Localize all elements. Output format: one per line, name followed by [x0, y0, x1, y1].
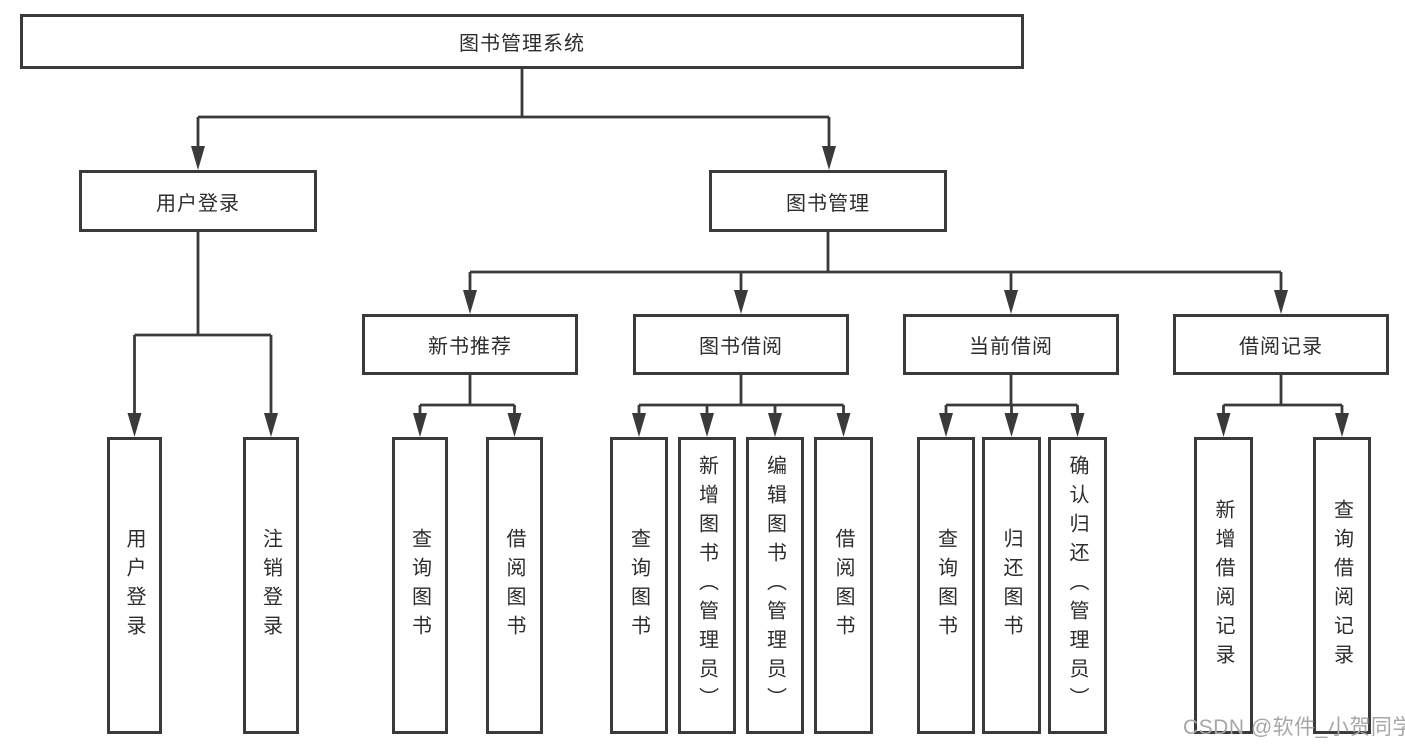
node-label: 查询图书 [627, 527, 650, 644]
node-label: 借阅图书 [832, 527, 854, 644]
node-label: 用户登录 [156, 192, 240, 215]
connector-root-to-level2 [191, 69, 836, 170]
node-leaf-logout: 注销登录 [243, 437, 299, 734]
node-root: 图书管理系统 [20, 14, 1024, 69]
connector-newbook-to-leaves [413, 375, 522, 437]
node-leaf-borrow-books-1: 借阅图书 [486, 437, 543, 734]
arrow-down-icon [836, 413, 851, 437]
arrow-down-icon [127, 413, 142, 437]
arrow-down-icon [734, 290, 748, 314]
node-label: 新增图书（管理员） [695, 455, 718, 716]
arrow-down-icon [939, 413, 953, 437]
arrow-down-icon [822, 146, 836, 170]
node-leaf-query-books-2: 查询图书 [610, 437, 668, 734]
arrow-down-icon [632, 413, 646, 437]
node-label: 编辑图书（管理员） [763, 455, 786, 716]
arrow-down-icon [463, 290, 477, 314]
node-current-borrow: 当前借阅 [903, 314, 1119, 375]
node-label: 归还图书 [1000, 527, 1022, 644]
node-leaf-query-books-3: 查询图书 [917, 437, 975, 734]
connector-borrow-to-leaves [632, 375, 851, 437]
node-leaf-add-borrow-record: 新增借阅记录 [1194, 437, 1253, 734]
node-label: 新书推荐 [428, 336, 512, 358]
arrow-down-icon [1274, 290, 1288, 314]
node-leaf-user-login: 用户登录 [107, 437, 162, 734]
node-user-login: 用户登录 [79, 170, 317, 232]
connector-records-to-leaves [1216, 375, 1349, 437]
node-label: 查询图书 [408, 527, 431, 644]
arrow-down-icon [1216, 413, 1231, 437]
node-leaf-add-book-admin: 新增图书（管理员） [678, 437, 736, 734]
node-label: 用户登录 [123, 527, 145, 644]
node-label: 注销登录 [259, 527, 282, 644]
node-label: 借阅图书 [503, 527, 525, 644]
node-label: 图书借阅 [699, 336, 783, 358]
arrow-down-icon [191, 146, 205, 170]
arrow-down-icon [768, 413, 782, 437]
node-label: 确认归还（管理员） [1066, 455, 1088, 716]
node-label: 查询借阅记录 [1330, 498, 1353, 673]
arrow-down-icon [507, 413, 522, 437]
connector-bookmgmt-to-level3 [463, 232, 1288, 314]
node-label: 图书管理系统 [459, 33, 585, 55]
arrow-down-icon [1070, 413, 1085, 437]
node-label: 查询图书 [934, 527, 957, 644]
node-leaf-edit-book-admin: 编辑图书（管理员） [746, 437, 804, 734]
node-book-borrow: 图书借阅 [633, 314, 849, 375]
node-new-book-recommend: 新书推荐 [362, 314, 578, 375]
node-leaf-return-book: 归还图书 [982, 437, 1041, 734]
arrow-down-icon [1004, 290, 1018, 314]
connector-current-to-leaves [939, 375, 1085, 437]
node-book-management: 图书管理 [709, 170, 947, 232]
arrow-down-icon [1004, 413, 1019, 437]
arrow-down-icon [264, 413, 278, 437]
node-label: 当前借阅 [969, 336, 1053, 358]
node-leaf-borrow-books-2: 借阅图书 [814, 437, 873, 734]
node-label: 新增借阅记录 [1212, 498, 1234, 673]
node-borrow-records: 借阅记录 [1173, 314, 1389, 375]
arrow-down-icon [1335, 413, 1349, 437]
node-leaf-confirm-return-admin: 确认归还（管理员） [1048, 437, 1107, 734]
node-leaf-query-books-1: 查询图书 [392, 437, 448, 734]
node-label: 图书管理 [786, 192, 870, 215]
node-label: 借阅记录 [1239, 336, 1323, 358]
arrow-down-icon [700, 413, 714, 437]
node-leaf-query-borrow-record: 查询借阅记录 [1313, 437, 1371, 734]
connector-userlogin-to-leaves [127, 232, 278, 437]
arrow-down-icon [413, 413, 427, 437]
